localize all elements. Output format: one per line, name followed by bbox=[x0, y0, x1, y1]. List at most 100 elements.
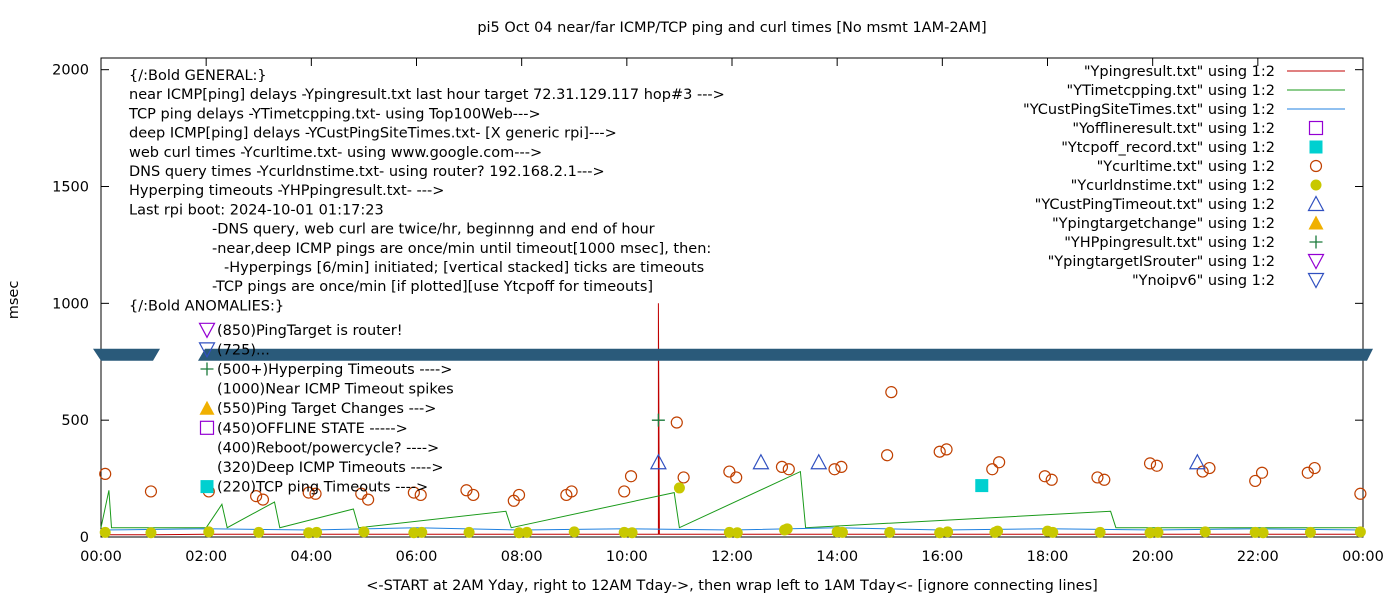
data-point bbox=[1047, 526, 1059, 538]
legend-label: "Ypingresult.txt" using 1:2 bbox=[1084, 64, 1275, 80]
data-point bbox=[731, 527, 743, 539]
anomaly-label: (850)PingTarget is router! bbox=[217, 323, 403, 339]
data-point bbox=[253, 526, 265, 538]
data-point bbox=[618, 526, 630, 538]
legend-label: "YHPpingresult.txt" using 1:2 bbox=[1064, 235, 1275, 251]
data-point bbox=[881, 449, 894, 462]
data-point bbox=[649, 453, 667, 470]
anomaly-marker bbox=[198, 322, 216, 339]
note-line: near ICMP[ping] delays -Ypingresult.txt … bbox=[129, 87, 725, 103]
note-line: Last rpi boot: 2024-10-01 01:17:23 bbox=[129, 202, 384, 218]
data-point bbox=[145, 527, 157, 539]
legend-label: "YTimetcpping.txt" using 1:2 bbox=[1067, 83, 1275, 99]
data-point bbox=[730, 471, 743, 484]
data-point bbox=[512, 488, 526, 502]
x-tick-label: 00:00 bbox=[80, 549, 122, 565]
data-point bbox=[460, 484, 473, 497]
anomaly-label: (500+)Hyperping Timeouts ----> bbox=[217, 362, 452, 378]
data-point bbox=[670, 416, 683, 429]
x-tick-label: 02:00 bbox=[185, 549, 227, 565]
note-line: TCP ping delays -YTimetcpping.txt- using… bbox=[128, 106, 541, 122]
data-point bbox=[626, 527, 638, 539]
x-tick-label: 10:00 bbox=[606, 549, 648, 565]
axis-break-left bbox=[93, 348, 160, 361]
legend-swatch bbox=[1307, 195, 1325, 212]
legend-label: "Ynoipv6" using 1:2 bbox=[1132, 273, 1275, 289]
x-tick-label: 06:00 bbox=[396, 549, 438, 565]
x-tick-label: 04:00 bbox=[290, 549, 332, 565]
data-point bbox=[884, 526, 896, 538]
data-point bbox=[256, 493, 270, 506]
data-point bbox=[673, 482, 685, 494]
data-point bbox=[1038, 470, 1051, 483]
note-line: {/:Bold ANOMALIES:} bbox=[129, 298, 284, 314]
anomaly-label: (725)... bbox=[217, 342, 270, 358]
data-point bbox=[407, 486, 420, 499]
data-point bbox=[723, 526, 735, 538]
y-tick-label: 2000 bbox=[52, 63, 89, 79]
legend-swatch bbox=[1307, 272, 1325, 289]
anomaly-marker bbox=[200, 362, 214, 376]
data-point bbox=[933, 445, 946, 458]
legend-label: "YCustPingSiteTimes.txt" using 1:2 bbox=[1023, 102, 1275, 118]
x-tick-label: 20:00 bbox=[1132, 549, 1174, 565]
y-axis-label: msec bbox=[6, 281, 22, 320]
data-point bbox=[775, 460, 789, 474]
data-point bbox=[1354, 487, 1367, 500]
data-point bbox=[144, 485, 158, 498]
legend-swatch bbox=[1309, 140, 1323, 154]
note-line: -near,deep ICMP pings are once/min until… bbox=[212, 241, 711, 257]
data-point bbox=[836, 526, 848, 538]
data-point bbox=[1354, 526, 1366, 538]
data-point bbox=[1255, 466, 1269, 479]
chart-title: pi5 Oct 04 near/far ICMP/TCP ping and cu… bbox=[477, 20, 986, 36]
anomaly-marker bbox=[199, 400, 215, 415]
note-line: Hyperping timeouts -YHPpingresult.txt- -… bbox=[129, 183, 444, 199]
data-point bbox=[986, 463, 999, 476]
notes-block: {/:Bold GENERAL:}near ICMP[ping] delays … bbox=[128, 68, 725, 496]
data-point bbox=[408, 527, 420, 539]
note-line: deep ICMP[ping] delays -YCustPingSiteTim… bbox=[129, 126, 617, 142]
legend-swatch bbox=[1309, 159, 1323, 173]
x-axis-label: <-START at 2AM Yday, right to 12AM Tday-… bbox=[366, 578, 1098, 594]
data-point bbox=[99, 467, 112, 481]
data-point bbox=[1196, 465, 1209, 478]
data-point bbox=[1199, 526, 1211, 538]
data-point bbox=[203, 526, 215, 538]
data-point bbox=[618, 485, 631, 498]
anomaly-label: (550)Ping Target Changes ---> bbox=[217, 401, 436, 417]
data-point bbox=[513, 527, 525, 539]
legend-swatch bbox=[1308, 215, 1324, 230]
data-point bbox=[1094, 526, 1106, 538]
data-point bbox=[1152, 526, 1164, 538]
data-point bbox=[940, 443, 953, 456]
data-point bbox=[810, 453, 828, 470]
data-point bbox=[1091, 471, 1104, 484]
data-point bbox=[651, 413, 665, 427]
data-point bbox=[1045, 473, 1058, 486]
data-point bbox=[781, 523, 793, 535]
data-point bbox=[1257, 527, 1269, 539]
data-point bbox=[624, 470, 638, 483]
anomaly-marker bbox=[200, 480, 214, 494]
data-point bbox=[1304, 526, 1316, 538]
data-point bbox=[885, 386, 898, 399]
data-point bbox=[1188, 453, 1206, 470]
x-tick-label: 12:00 bbox=[711, 549, 753, 565]
legend-label: "Yofflineresult.txt" using 1:2 bbox=[1072, 121, 1275, 137]
data-point bbox=[250, 490, 263, 503]
data-point bbox=[303, 527, 315, 539]
data-point bbox=[828, 463, 841, 476]
data-point bbox=[358, 526, 370, 538]
anomaly-label: (450)OFFLINE STATE -----> bbox=[217, 421, 408, 437]
data-point bbox=[1144, 527, 1156, 539]
data-point bbox=[1098, 473, 1111, 486]
data-point bbox=[362, 493, 375, 506]
data-point bbox=[723, 465, 736, 478]
data-point bbox=[942, 526, 954, 538]
y-tick-label: 1500 bbox=[52, 180, 89, 196]
data-point bbox=[309, 487, 322, 500]
anomaly-label: (1000)Near ICMP Timeout spikes bbox=[217, 382, 454, 398]
data-point bbox=[416, 526, 428, 538]
